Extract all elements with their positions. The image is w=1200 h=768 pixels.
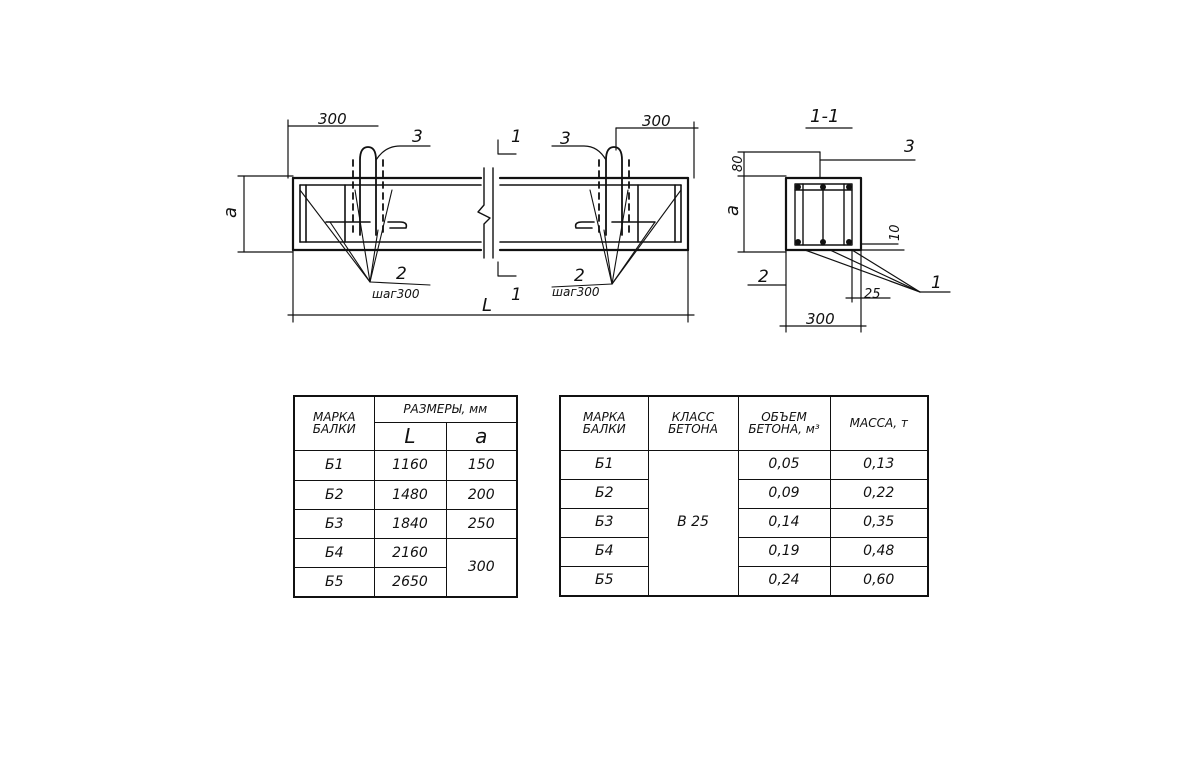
row-2-L: 1480 [373, 479, 447, 511]
row-2-volume: 0,09 [737, 478, 831, 509]
row-1-L: 1160 [373, 449, 447, 481]
beam-elevation: 300 300 a L 3 3 2 шаг300 2 шаг300 1 1 [220, 110, 699, 323]
callout-3-right: 3 [560, 129, 571, 149]
row-4-L: 2160 [373, 538, 447, 569]
row-1-mark: Б1 [559, 449, 649, 480]
section-dim-cover: 10 [888, 224, 903, 241]
dim-right-end: 300 [642, 112, 671, 130]
lifting-loop-left [352, 146, 384, 236]
section-mark-top: 1 [511, 127, 522, 147]
row-4-mark: Б4 [293, 538, 375, 569]
section-dim-bottom-edge: 25 [864, 287, 881, 302]
row-1-mass: 0,13 [829, 449, 929, 480]
elevation-dimensions [237, 119, 699, 323]
row-4-mark: Б4 [559, 536, 649, 567]
row-3-mark: Б3 [559, 507, 649, 538]
row-4-volume: 0,19 [737, 536, 831, 567]
row-3-L: 1840 [373, 509, 447, 540]
section-1-1: 1-1 [722, 106, 951, 333]
section-outline [784, 176, 863, 252]
header-beam-mark: МАРКА БАЛКИ [559, 395, 649, 451]
concrete-class-value: В 25 [647, 449, 739, 597]
callout-2-leaders [299, 189, 682, 288]
section-dim-top: 80 [731, 155, 746, 172]
row-3-volume: 0,14 [737, 507, 831, 538]
row-5-volume: 0,24 [737, 565, 831, 597]
row-4-5-a: 300 [445, 538, 518, 598]
row-2-mass: 0,22 [829, 478, 929, 509]
header-col-L: L [373, 421, 447, 451]
dim-length-L: L [482, 295, 492, 316]
section-callout-1: 1 [931, 273, 942, 293]
lifting-loop-right [598, 146, 630, 236]
header-concrete-volume: ОБЪЕМ БЕТОНА, м³ [737, 395, 831, 451]
dim-left-end: 300 [318, 110, 347, 128]
beam-outline [291, 176, 690, 252]
row-5-L: 2650 [373, 567, 447, 598]
section-mark-bottom: 1 [511, 285, 522, 305]
header-beam-mark: МАРКА БАЛКИ [293, 395, 375, 451]
header-sizes: РАЗМЕРЫ, мм [373, 395, 518, 423]
row-1-volume: 0,05 [737, 449, 831, 480]
section-callout-2: 2 [758, 267, 769, 287]
break-lines [477, 167, 494, 259]
callout-2-right-sub: шаг300 [552, 285, 600, 299]
header-col-a: a [445, 421, 518, 451]
callout-2-left: 2 [396, 264, 407, 284]
dimensions-table: МАРКА БАЛКИ РАЗМЕРЫ, мм L a Б1 1160 150 … [293, 395, 518, 598]
row-2-mark: Б2 [293, 479, 375, 511]
header-concrete-class: КЛАСС БЕТОНА [647, 395, 739, 451]
callout-3-left: 3 [412, 127, 423, 147]
callout-3-leaders [375, 145, 607, 161]
callout-2-right: 2 [574, 266, 585, 286]
section-dim-width: 300 [806, 310, 835, 328]
row-3-mark: Б3 [293, 509, 375, 540]
section-callout-3: 3 [904, 137, 915, 157]
header-mass: МАССА, т [829, 395, 929, 451]
row-2-mark: Б2 [559, 478, 649, 509]
row-5-mark: Б5 [293, 567, 375, 598]
dim-height-a: a [220, 207, 241, 218]
row-4-mass: 0,48 [829, 536, 929, 567]
row-5-mark: Б5 [559, 565, 649, 597]
row-2-a: 200 [445, 479, 518, 511]
reinforcement-frame [299, 184, 682, 243]
section-dimensions [737, 151, 951, 333]
row-3-a: 250 [445, 509, 518, 540]
row-5-mass: 0,60 [829, 565, 929, 597]
section-reinforcement [794, 183, 853, 246]
properties-table: МАРКА БАЛКИ КЛАСС БЕТОНА ОБЪЕМ БЕТОНА, м… [559, 395, 929, 597]
row-1-mark: Б1 [293, 449, 375, 481]
section-dim-height: a [722, 205, 743, 216]
row-3-mass: 0,35 [829, 507, 929, 538]
section-title: 1-1 [810, 106, 839, 127]
callout-2-left-sub: шаг300 [372, 287, 420, 301]
section-rebars [795, 184, 852, 245]
row-1-a: 150 [445, 449, 518, 481]
